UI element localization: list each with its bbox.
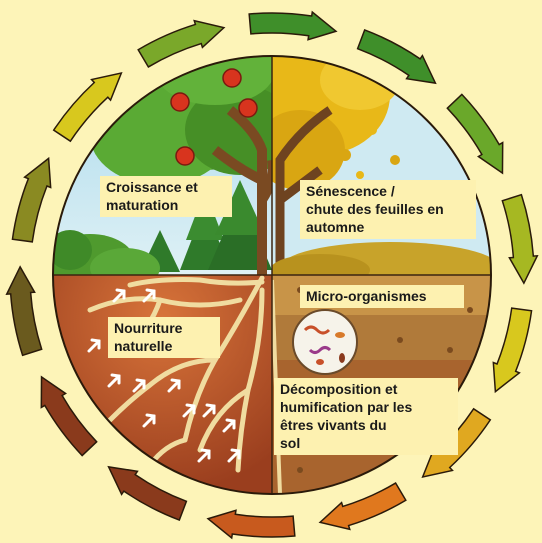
label-decomposition: Décomposition et humification par les êt… bbox=[274, 378, 458, 455]
cycle-arrow-icon bbox=[358, 30, 436, 83]
quadrant-nutrition bbox=[53, 275, 272, 494]
cycle-arrow-icon bbox=[249, 12, 336, 40]
cycle-arrow-icon bbox=[493, 308, 531, 392]
label-growth-maturation: Croissance et maturation bbox=[100, 176, 232, 217]
label-senescence: Sénescence / chute des feuilles en autom… bbox=[300, 180, 476, 239]
label-micro-organisms: Micro-organismes bbox=[300, 285, 464, 308]
cycle-arrow-icon bbox=[12, 158, 50, 242]
label-natural-food: Nourriture naturelle bbox=[108, 317, 220, 358]
cycle-arrow-icon bbox=[138, 21, 224, 67]
cycle-arrow-icon bbox=[109, 467, 187, 520]
cycle-arrow-icon bbox=[320, 483, 406, 529]
cycle-arrow-icon bbox=[208, 510, 295, 538]
quadrant-growth bbox=[45, 30, 300, 290]
cycle-arrow-icon bbox=[502, 195, 537, 284]
microscope-view-icon bbox=[293, 310, 357, 374]
cycle-arrow-icon bbox=[7, 267, 42, 356]
quadrant-senescence bbox=[250, 35, 500, 294]
